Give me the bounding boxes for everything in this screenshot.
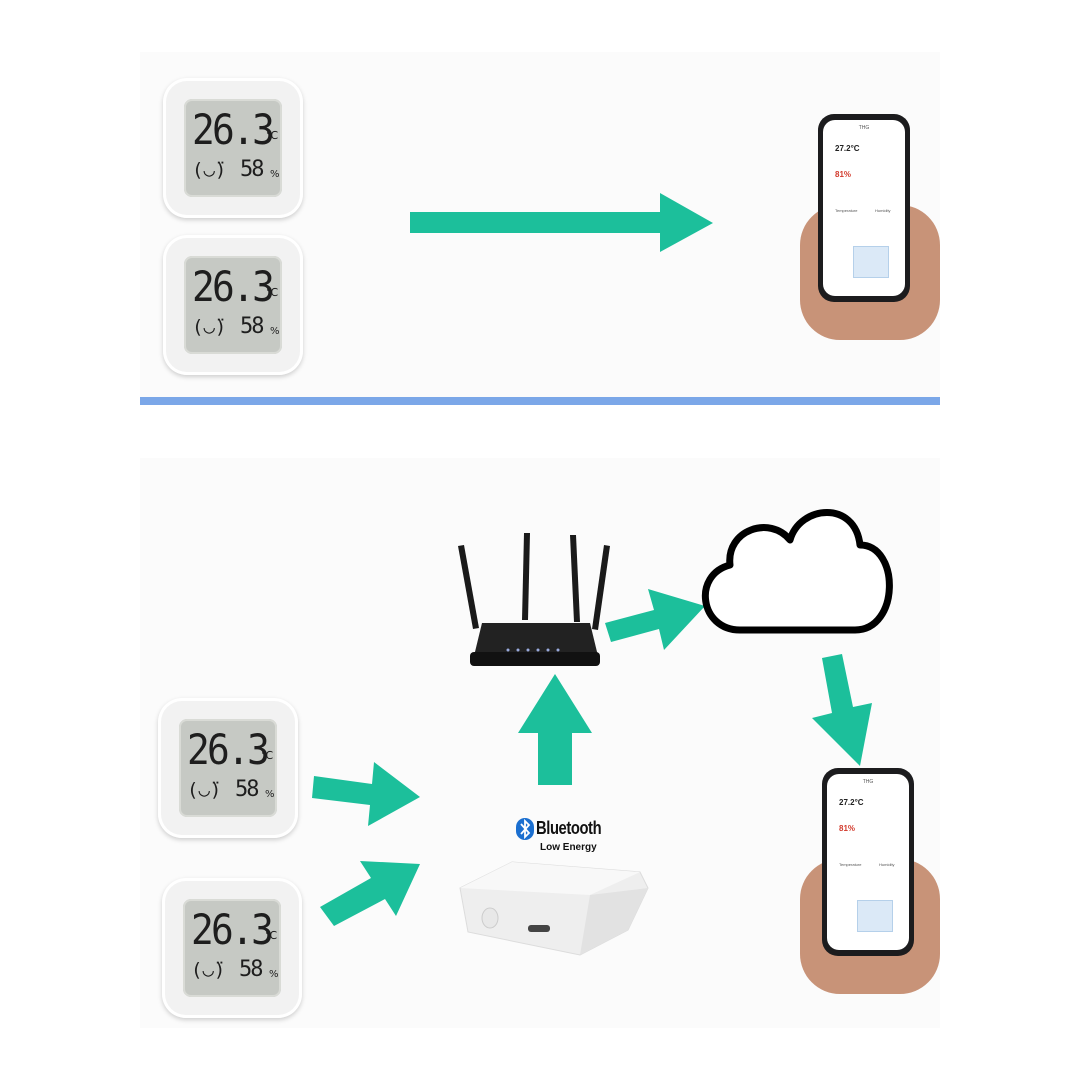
temperature-reading: 26.3 — [192, 105, 275, 154]
tab-temperature: Temperature — [835, 208, 858, 213]
sensor-screen: 26.3 ℃ (◡̈) 58 % — [183, 899, 281, 997]
app-temperature: 27.2°C — [835, 144, 860, 153]
sensor-device: 26.3 ℃ (◡̈) 58 % — [163, 78, 303, 218]
temperature-unit: ℃ — [266, 286, 279, 299]
temperature-reading: 26.3 — [187, 725, 270, 774]
sensor-screen: 26.3 ℃ (◡̈) 58 % — [184, 256, 282, 354]
comfort-face-icon: (◡̈) — [192, 159, 227, 181]
sensor-device: 26.3 ℃ (◡̈) 58 % — [158, 698, 298, 838]
app-temperature: 27.2°C — [839, 798, 864, 807]
sensor-device: 26.3 ℃ (◡̈) 58 % — [163, 235, 303, 375]
smartphone: THG 27.2°C 81% Temperature Humidity — [818, 114, 910, 302]
tab-humidity: Humidity — [875, 208, 891, 213]
temperature-unit: ℃ — [265, 929, 278, 942]
arrow-up-icon — [518, 674, 592, 785]
section-divider — [140, 397, 940, 405]
bluetooth-subtitle: Low Energy — [540, 842, 597, 853]
humidity-reading: 58 — [240, 157, 264, 182]
app-humidity: 81% — [835, 170, 852, 179]
app-humidity: 81% — [839, 824, 856, 833]
app-chart — [857, 900, 893, 932]
temperature-unit: ℃ — [266, 129, 279, 142]
comfort-face-icon: (◡̈) — [187, 779, 222, 801]
comfort-face-icon: (◡̈) — [192, 316, 227, 338]
app-screen: THG 27.2°C 81% Temperature Humidity — [827, 774, 909, 950]
temperature-reading: 26.3 — [191, 905, 274, 954]
bluetooth-icon — [516, 818, 534, 840]
humidity-unit: % — [270, 169, 280, 180]
app-chart — [853, 246, 889, 278]
app-screen: THG 27.2°C 81% Temperature Humidity — [823, 120, 905, 296]
humidity-reading: 58 — [240, 314, 264, 339]
temperature-unit: ℃ — [261, 749, 274, 762]
phone-in-hand: THG 27.2°C 81% Temperature Humidity — [800, 110, 940, 340]
humidity-unit: % — [270, 326, 280, 337]
arrow-down-icon — [812, 654, 872, 766]
humidity-unit: % — [265, 789, 275, 800]
arrow-right-icon — [312, 762, 420, 826]
arrow-right-icon — [410, 193, 713, 252]
comfort-face-icon: (◡̈) — [191, 959, 226, 981]
gateway-hub-icon — [459, 861, 649, 956]
cloud-icon — [701, 509, 893, 634]
humidity-unit: % — [269, 969, 279, 980]
app-title: THG — [862, 779, 874, 785]
sensor-device: 26.3 ℃ (◡̈) 58 % — [162, 878, 302, 1018]
tab-humidity: Humidity — [879, 862, 895, 867]
humidity-reading: 58 — [235, 777, 259, 802]
wifi-router-icon — [458, 533, 610, 666]
bluetooth-brand-text: Bluetooth — [536, 818, 602, 838]
temperature-reading: 26.3 — [192, 262, 275, 311]
arrow-up-right-icon — [320, 861, 420, 926]
sensor-screen: 26.3 ℃ (◡̈) 58 % — [179, 719, 277, 817]
tab-temperature: Temperature — [839, 862, 862, 867]
app-title: THG — [858, 125, 870, 131]
sensor-screen: 26.3 ℃ (◡̈) 58 % — [184, 99, 282, 197]
arrow-right-icon — [605, 589, 705, 650]
humidity-reading: 58 — [239, 957, 263, 982]
smartphone: THG 27.2°C 81% Temperature Humidity — [822, 768, 914, 956]
phone-in-hand: THG 27.2°C 81% Temperature Humidity — [800, 764, 940, 994]
